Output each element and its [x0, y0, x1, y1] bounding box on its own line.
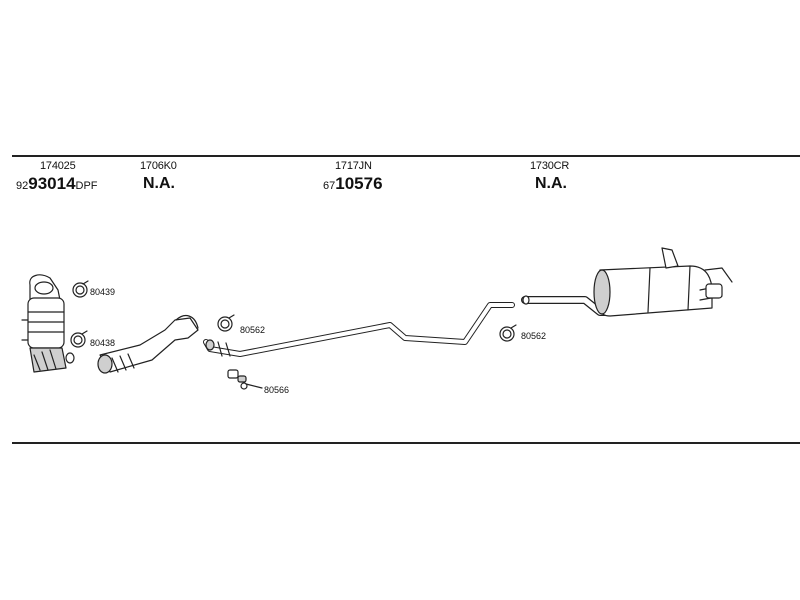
callout-clamp-80438: 80438 [90, 338, 116, 348]
section-3-reference: 6710576 [323, 174, 383, 194]
section-4-reference: N.A. [535, 175, 567, 192]
callout-clamp-80562-front: 80562 [240, 325, 266, 335]
bottom-divider [12, 442, 800, 444]
rear-silencer [521, 247, 733, 317]
section-3-part-no: 1717JN [335, 160, 372, 172]
section-2-reference: N.A. [143, 175, 175, 192]
section-1-reference: 9293014DPF [16, 174, 98, 194]
callout-clamp-80562-rear: 80562 [521, 331, 547, 341]
section-1-part-no: 174025 [40, 160, 76, 172]
middle-pipe [203, 302, 515, 357]
section-2-part-no: 1706K0 [140, 160, 177, 172]
section-3-ref-prefix: 67 [323, 180, 336, 192]
section-1-ref-suffix: DPF [75, 180, 98, 192]
clamp-80562-front-icon [217, 314, 235, 332]
section-3-ref-main: 10576 [335, 174, 383, 193]
clamp-80438-icon [70, 330, 88, 348]
top-divider [12, 155, 800, 157]
section-1-ref-prefix: 92 [16, 180, 29, 192]
section-4-part-no: 1730CR [530, 160, 570, 172]
dpf-catalytic-converter [21, 274, 75, 373]
section-1-ref-main: 93014 [28, 174, 76, 193]
callout-hanger-80566: 80566 [264, 385, 290, 395]
hanger-80566-icon [227, 369, 263, 390]
clamp-80439-icon [72, 280, 89, 298]
front-flex-pipe [97, 314, 199, 374]
callout-clamp-80439: 80439 [90, 287, 116, 297]
clamp-80562-rear-icon [499, 324, 517, 342]
